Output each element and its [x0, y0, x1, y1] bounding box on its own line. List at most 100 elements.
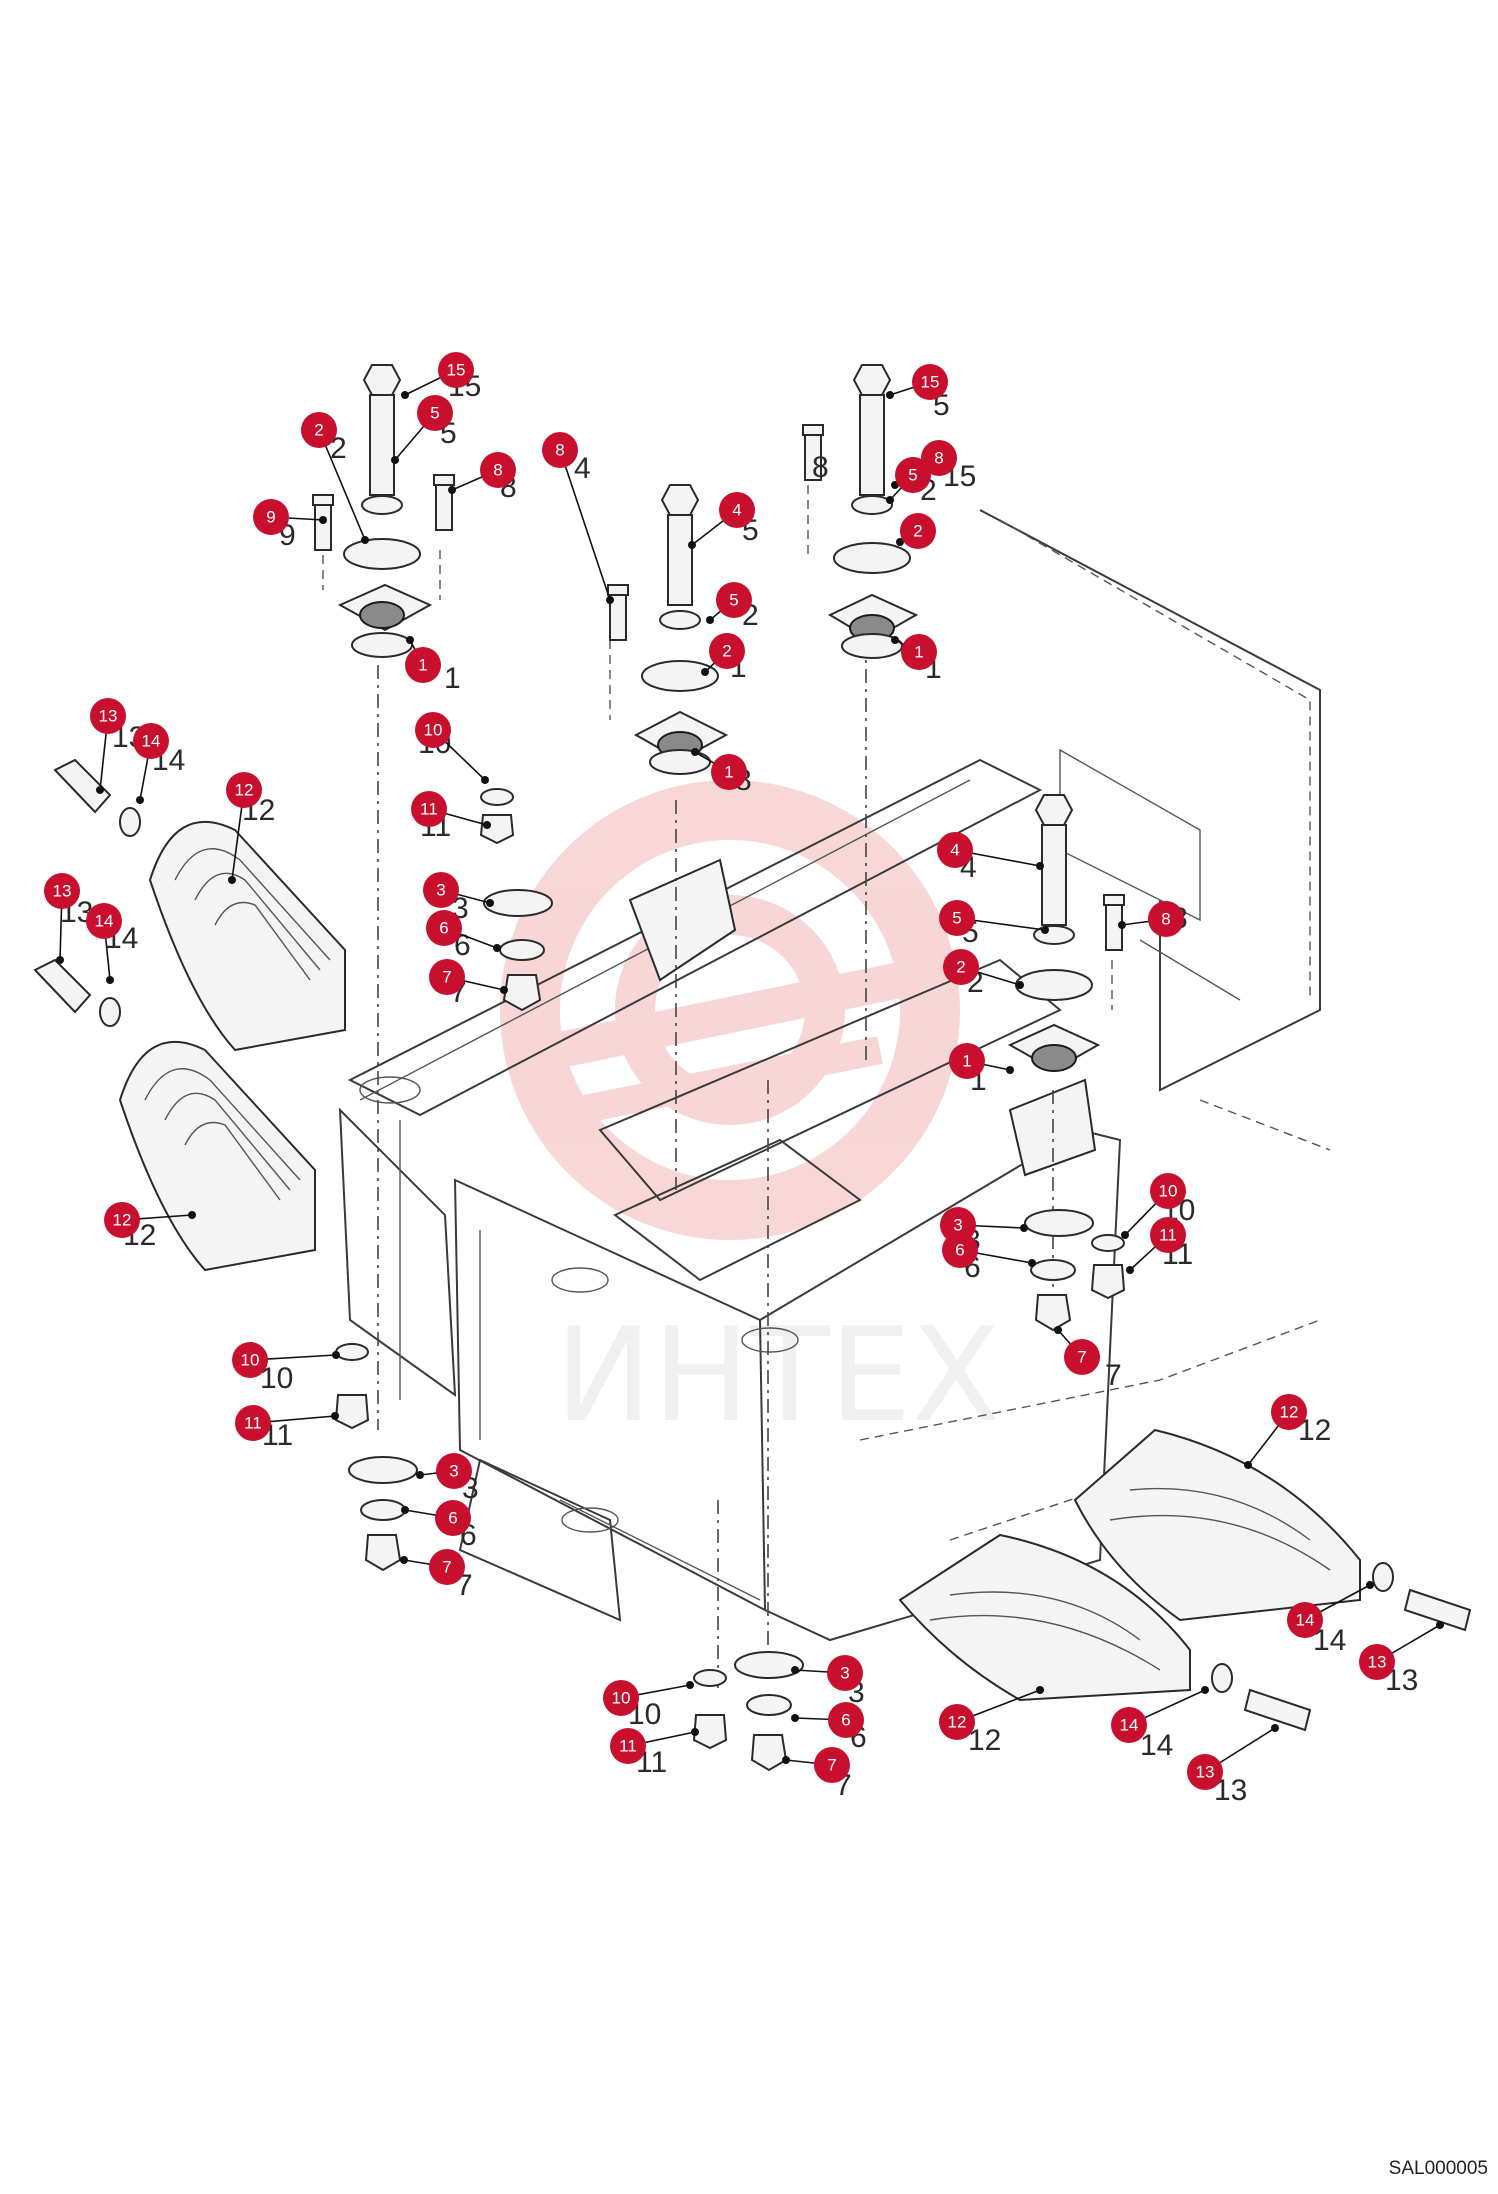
callout-number: 12 — [113, 1211, 132, 1230]
callout-12: 12 — [1244, 1394, 1307, 1469]
callout-1: 1 — [405, 636, 441, 683]
callout-bubble — [900, 513, 936, 549]
hardware-stacks — [334, 788, 1126, 1772]
callout-bubble — [480, 452, 516, 488]
callout-9: 9 — [253, 499, 327, 535]
callout-7: 7 — [782, 1747, 850, 1783]
callout-10: 10 — [603, 1680, 694, 1716]
callout-number: 7 — [442, 968, 451, 987]
callout-number: 1 — [914, 643, 923, 662]
callout-bubble — [895, 457, 931, 493]
callout-leader-dot — [486, 899, 494, 907]
callout-leader-dot — [1036, 862, 1044, 870]
callout-bubble — [937, 832, 973, 868]
part-number-label: 4 — [574, 452, 591, 485]
callout-6: 6 — [942, 1232, 1036, 1268]
callout-12: 12 — [226, 772, 262, 884]
callout-10: 10 — [1121, 1173, 1186, 1239]
callout-leader-dot — [606, 596, 614, 604]
part-number-label: 2 — [330, 432, 347, 465]
callout-number: 2 — [956, 958, 965, 977]
callout-leader-dot — [331, 1412, 339, 1420]
callout-leader-dot — [1020, 1224, 1028, 1232]
callout-leader-line — [318, 429, 366, 541]
callout-number: 3 — [436, 881, 445, 900]
callout-bubble — [912, 364, 948, 400]
part-number-label: 1 — [444, 662, 461, 695]
callout-4: 4 — [937, 832, 1044, 870]
callout-bubble — [133, 723, 169, 759]
callout-leader-dot — [361, 536, 369, 544]
callout-number: 3 — [840, 1664, 849, 1683]
callout-number: 1 — [418, 656, 427, 675]
callout-leader-dot — [406, 636, 414, 644]
mount-assembly-rear — [1007, 794, 1125, 1072]
callout-leader-dot — [706, 616, 714, 624]
callout-number: 2 — [722, 642, 731, 661]
callout-bubble — [610, 1728, 646, 1764]
callout-leader-dot — [483, 821, 491, 829]
part-number-label: 12 — [968, 1724, 1001, 1757]
mount-assembly-right — [802, 364, 919, 659]
callout-11: 11 — [610, 1728, 699, 1764]
callout-leader-dot — [1121, 1231, 1129, 1239]
callout-bubble — [426, 910, 462, 946]
callout-4: 4 — [688, 492, 755, 549]
callout-5: 5 — [706, 582, 752, 624]
callout-bubble — [1148, 901, 1184, 937]
callout-bubble — [709, 633, 745, 669]
callout-bubble — [1271, 1394, 1307, 1430]
callout-number: 2 — [913, 522, 922, 541]
callout-leader-dot — [1366, 1581, 1374, 1589]
callout-leader-dot — [1041, 926, 1049, 934]
callout-leader-dot — [1006, 1066, 1014, 1074]
callout-bubble — [44, 873, 80, 909]
callout-number: 7 — [1077, 1348, 1086, 1367]
callout-bubble — [942, 1232, 978, 1268]
callout-number: 5 — [729, 591, 738, 610]
callout-bubble — [1064, 1339, 1100, 1375]
part-number-label: 7 — [1105, 1359, 1122, 1392]
callout-2: 2 — [943, 949, 1024, 989]
callout-bubble — [411, 791, 447, 827]
callout-number: 2 — [314, 421, 323, 440]
callout-leader-dot — [791, 1666, 799, 1674]
callout-number: 1 — [962, 1052, 971, 1071]
callout-bubble — [939, 1704, 975, 1740]
callout-leader-dot — [136, 796, 144, 804]
callout-leader-dot — [401, 391, 409, 399]
callout-number: 6 — [955, 1241, 964, 1260]
watermark-text: ИНТЕХ — [555, 1299, 1001, 1451]
callout-leader-dot — [1028, 1259, 1036, 1267]
callout-number: 6 — [439, 919, 448, 938]
callout-bubble — [429, 1549, 465, 1585]
diagram-code: SAL000005 — [1388, 2158, 1488, 2179]
callout-leader-dot — [688, 541, 696, 549]
callout-bubble — [429, 959, 465, 995]
callout-number: 7 — [827, 1756, 836, 1775]
callout-leader-dot — [391, 456, 399, 464]
callout-bubble — [1287, 1602, 1323, 1638]
callout-bubble — [949, 1043, 985, 1079]
callout-number: 13 — [99, 707, 118, 726]
callout-number: 13 — [1368, 1653, 1387, 1672]
callout-bubble — [405, 647, 441, 683]
callout-leader-dot — [1118, 921, 1126, 929]
callout-bubble — [1150, 1217, 1186, 1253]
chassis-frame — [338, 509, 1331, 1642]
callout-bubble — [901, 634, 937, 670]
callout-leader-dot — [332, 1351, 340, 1359]
callout-number: 8 — [934, 449, 943, 468]
callout-number: 4 — [950, 841, 959, 860]
callout-bubble — [603, 1680, 639, 1716]
callout-bubble — [814, 1747, 850, 1783]
callout-leader-dot — [886, 496, 894, 504]
callout-1: 1 — [949, 1043, 1014, 1079]
callout-number: 13 — [53, 882, 72, 901]
callout-bubble — [1150, 1173, 1186, 1209]
callout-number: 8 — [1161, 910, 1170, 929]
mount-assembly-center — [607, 484, 729, 775]
callout-leader-dot — [228, 876, 236, 884]
